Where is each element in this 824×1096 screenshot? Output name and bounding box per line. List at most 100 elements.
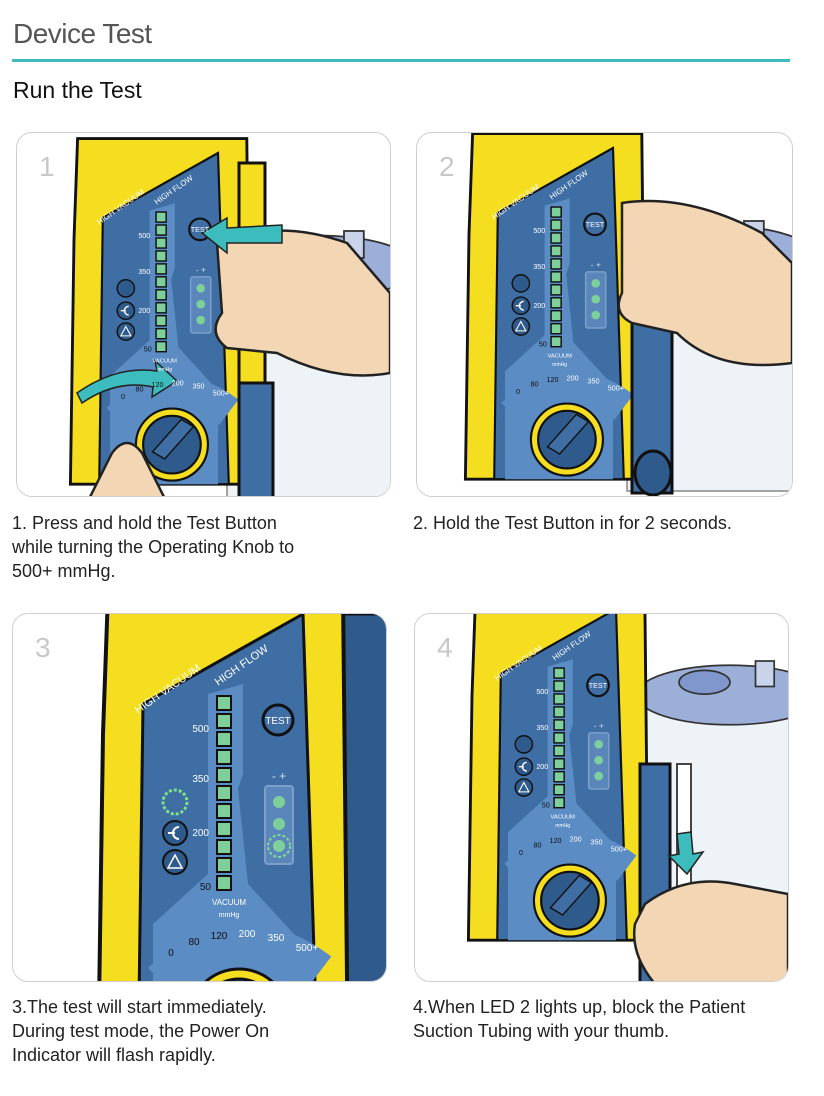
- operating-knob: [222, 977, 256, 981]
- level-350-label: 350: [533, 262, 545, 271]
- scale-label-1: 80: [531, 379, 539, 388]
- battery-led: [591, 279, 601, 288]
- battery-led: [196, 299, 206, 309]
- vacuum-led: [216, 767, 232, 783]
- vacuum-label: VACUUM: [152, 359, 177, 365]
- step-1-caption: 1. Press and hold the Test Button while …: [12, 511, 294, 583]
- scale-label-0: 0: [516, 387, 520, 396]
- power-on-indicator-icon: [514, 734, 534, 754]
- level-500-label: 500: [192, 724, 209, 735]
- teal-arrow: [200, 216, 283, 255]
- scale-label-5: 500+: [608, 384, 624, 393]
- level-200-label: 200: [533, 301, 545, 310]
- power-on-indicator-icon: [161, 788, 189, 816]
- vacuum-led: [553, 719, 565, 731]
- caption-line: During test mode, the Power On: [12, 1021, 270, 1041]
- vacuum-led: [553, 770, 565, 783]
- device: [466, 614, 650, 942]
- plug-glyph: [518, 761, 527, 772]
- warning-glyph: [517, 781, 530, 793]
- test-button-label: TEST: [191, 225, 210, 234]
- test-button: [261, 703, 295, 737]
- scale-label-0: 0: [168, 948, 174, 959]
- level-350-label: 350: [536, 723, 548, 732]
- vacuum-led: [553, 680, 565, 692]
- test-button: [583, 212, 607, 237]
- unit-label: mmHg: [552, 362, 567, 368]
- vacuum-led: [155, 276, 167, 288]
- knob-scale-band: [106, 376, 239, 432]
- hand: [89, 441, 165, 496]
- battery-led: [273, 818, 285, 830]
- level-350-label: 350: [138, 267, 150, 276]
- knob-scale-band: [501, 371, 634, 427]
- scale-label-0: 0: [121, 392, 125, 401]
- step-number: 4: [437, 632, 453, 663]
- vacuum-led: [155, 224, 167, 236]
- page-title: Device Test: [13, 18, 152, 49]
- vacuum-led: [553, 667, 565, 679]
- vacuum-led: [550, 284, 562, 296]
- vacuum-led: [155, 211, 167, 223]
- battery-led: [591, 310, 601, 320]
- level-500-label: 500: [536, 687, 548, 696]
- teal-arrow: [667, 831, 705, 876]
- scale-label-0: 0: [519, 848, 523, 857]
- scale-label-3: 200: [567, 374, 579, 383]
- unit-label: mmHg: [219, 912, 240, 919]
- scale-label-1: 80: [534, 840, 542, 849]
- vacuum-label: VACUUM: [550, 815, 575, 821]
- unit-label: mmHg: [555, 823, 570, 829]
- vacuum-led: [550, 335, 562, 348]
- level-200-label: 200: [192, 828, 209, 839]
- scale-label-1: 80: [136, 384, 144, 393]
- vacuum-led: [216, 803, 232, 819]
- vacuum-led: [550, 232, 562, 244]
- scale-label-2: 120: [550, 836, 562, 845]
- vacuum-led: [553, 732, 565, 744]
- battery-led: [196, 315, 206, 325]
- test-button-label: TEST: [589, 681, 608, 690]
- knob-scale-band: [504, 832, 637, 888]
- level-50-label: 50: [144, 345, 152, 354]
- caption-line: 500+ mmHg.: [12, 561, 116, 581]
- scale-label-5: 500+: [213, 389, 229, 398]
- scale-label-4: 350: [591, 837, 603, 846]
- vacuum-led: [216, 713, 232, 729]
- test-button-label: TEST: [265, 716, 291, 727]
- power-on-indicator-icon: [511, 273, 531, 293]
- caption-line: while turning the Operating Knob to: [12, 537, 295, 557]
- device: [463, 133, 647, 481]
- device: [68, 137, 252, 486]
- scale-label-4: 350: [193, 381, 205, 390]
- vacuum-led: [550, 322, 562, 335]
- plug-glyph: [168, 826, 180, 840]
- vacuum-led: [155, 340, 167, 353]
- vacuum-led: [216, 839, 232, 855]
- vacuum-led: [155, 314, 167, 327]
- vacuum-led: [550, 245, 562, 257]
- vacuum-led: [550, 309, 562, 322]
- vacuum-led: [155, 289, 167, 301]
- lid-connector: [754, 660, 776, 688]
- vacuum-led: [553, 693, 565, 705]
- battery-led: [594, 755, 604, 765]
- scale-label-3: 200: [172, 379, 184, 388]
- scale-label-3: 200: [570, 835, 582, 844]
- step-number: 3: [35, 632, 51, 663]
- vacuum-led: [550, 271, 562, 283]
- scale-label-1: 80: [188, 937, 200, 948]
- vacuum-led: [553, 745, 565, 757]
- unit-label: mmHg: [157, 367, 172, 373]
- plug-glyph: [515, 300, 524, 311]
- step-4-caption: 4.When LED 2 lights up, block the Patien…: [413, 995, 745, 1043]
- level-50-label: 50: [200, 882, 212, 893]
- teal-arrow: [76, 358, 179, 405]
- lid-port: [678, 669, 731, 696]
- vacuum-led: [550, 297, 562, 309]
